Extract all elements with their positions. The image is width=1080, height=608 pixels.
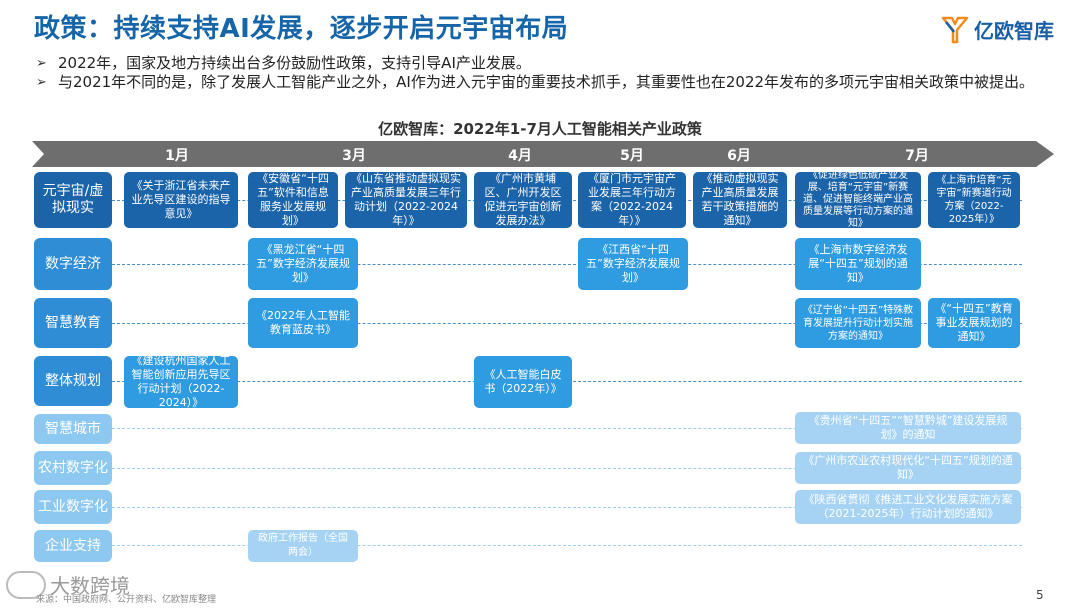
month-label: 5月 — [620, 148, 644, 164]
policy-card: 《安徽省“十四五”软件和信息服务业发展规划》 — [248, 172, 338, 228]
bullet-text: 2022年，国家及地方持续出台多份鼓励性政策，支持引导AI产业发展。 — [58, 54, 531, 72]
bullet-item: ➢ 2022年，国家及地方持续出台多份鼓励性政策，支持引导AI产业发展。 — [36, 54, 1046, 73]
category-digital-economy: 数字经济 — [34, 238, 112, 290]
row-guide-line — [112, 545, 1022, 546]
policy-card: 《厦门市元宇宙产业发展三年行动方案（2022-2024年）》 — [578, 172, 686, 228]
watermark-text: 大数跨境 — [50, 574, 130, 598]
logo-text: 亿欧智库 — [974, 18, 1054, 43]
policy-card: 《促进绿色低碳产业发展、培育“元宇宙”新赛道、促进智能终端产业高质量发展等行动方… — [795, 170, 921, 229]
policy-card: 《2022年人工智能教育蓝皮书》 — [248, 298, 358, 348]
yiou-logo-icon — [941, 16, 969, 44]
page-number: 5 — [1036, 588, 1044, 602]
arrow-bullet-icon: ➢ — [36, 75, 47, 90]
month-label: 1月 — [165, 148, 189, 164]
month-label: 4月 — [508, 148, 532, 164]
policy-card: 《广州市黄埔区、广州开发区促进元宇宙创新发展办法》 — [474, 172, 572, 228]
timeline-bar: 1月 3月 4月 5月 6月 7月 — [32, 141, 1056, 167]
watermark-corner: 大数跨境 — [6, 570, 130, 599]
row-guide-line — [112, 264, 1022, 265]
category-rural-digitalization: 农村数字化 — [34, 451, 112, 485]
brand-logo: 亿欧智库 — [940, 14, 1054, 44]
page-title: 政策：持续支持AI发展，逐步开启元宇宙布局 — [34, 14, 569, 44]
policy-card: 《关于浙江省未来产业先导区建设的指导意见》 — [124, 172, 238, 228]
policy-card: 《“十四五”教育事业发展规划的通知》 — [928, 298, 1020, 348]
policy-card: 《贵州省“十四五”“智慧黔城”建设发展规划》的通知 — [795, 412, 1021, 444]
source-note: 来源：中国政府网、公开资料、亿欧智库整理 — [36, 595, 217, 605]
policy-card: 《上海市数字经济发展“十四五”规划的通知》 — [795, 238, 921, 290]
policy-card: 《江西省“十四五”数字经济发展规划》 — [578, 238, 688, 290]
category-metaverse: 元宇宙/虚拟现实 — [34, 172, 112, 228]
policy-card: 《黑龙江省“十四五”数字经济发展规划》 — [248, 238, 358, 290]
arrow-bullet-icon: ➢ — [36, 56, 47, 71]
category-smart-city: 智慧城市 — [34, 414, 112, 444]
row-guide-line — [112, 507, 1022, 508]
policy-card: 《推动虚拟现实产业高质量发展若干政策措施的通知》 — [693, 172, 787, 228]
row-guide-line — [112, 428, 1022, 429]
month-label: 6月 — [727, 148, 751, 164]
policy-card: 《广州市农业农村现代化“十四五”规划的通知》 — [795, 452, 1021, 484]
category-smart-education: 智慧教育 — [34, 298, 112, 348]
category-industrial-digitalization: 工业数字化 — [34, 490, 112, 524]
timeline-arrow-icon — [32, 141, 1054, 167]
bullet-item: ➢ 与2021年不同的是，除了发展人工智能产业之外，AI作为进入元宇宙的重要技术… — [36, 73, 1046, 92]
policy-card: 《辽宁省“十四五”特殊教育发展提升行动计划实施方案的通知》 — [795, 298, 921, 348]
intro-bullets: ➢ 2022年，国家及地方持续出台多份鼓励性政策，支持引导AI产业发展。 ➢ 与… — [36, 54, 1046, 92]
policy-card: 《山东省推动虚拟现实产业高质量发展三年行动计划（2022-2024年）》 — [345, 172, 467, 228]
policy-card: 《上海市培育“元宇宙”新赛道行动方案（2022-2025年）》 — [928, 172, 1020, 228]
category-enterprise-support: 企业支持 — [34, 530, 112, 562]
bullet-text: 与2021年不同的是，除了发展人工智能产业之外，AI作为进入元宇宙的重要技术抓手… — [58, 73, 1035, 91]
month-label: 7月 — [905, 148, 929, 164]
watermark-logo-icon — [6, 570, 46, 599]
policy-card: 政府工作报告（全国两会） — [248, 530, 358, 562]
month-label: 3月 — [342, 148, 366, 164]
policy-card: 《人工智能白皮书（2022年）》 — [474, 356, 572, 408]
category-overall-planning: 整体规划 — [34, 356, 112, 406]
row-guide-line — [112, 468, 1022, 469]
row-guide-line — [112, 323, 1022, 324]
policy-card: 《建设杭州国家人工智能创新应用先导区行动计划（2022-2024）》 — [124, 354, 238, 409]
chart-title: 亿欧智库：2022年1-7月人工智能相关产业政策 — [378, 120, 702, 138]
policy-card: 《陕西省贯彻《推进工业文化发展实施方案（2021-2025年）行动计划的通知》 — [795, 490, 1021, 524]
